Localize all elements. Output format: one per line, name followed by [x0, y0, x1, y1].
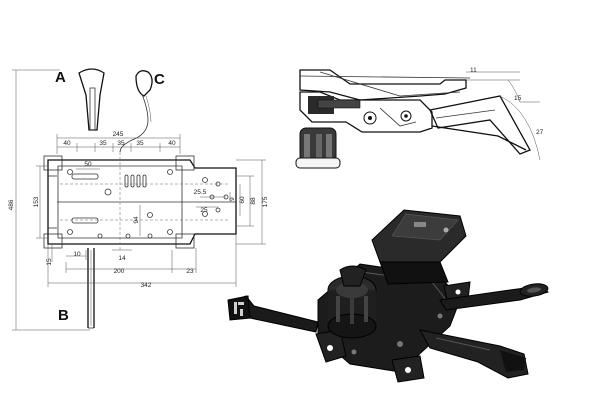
- side-dim-27: 27: [536, 129, 544, 136]
- side-view-drawing: 11 15 27: [295, 67, 544, 169]
- base-plate-outline: [43, 152, 237, 252]
- dim-10: 10: [73, 251, 81, 258]
- dim-23: 23: [186, 268, 194, 275]
- dim-175: 175: [262, 196, 269, 207]
- dim-9: 9: [229, 197, 236, 201]
- dim-94: 94: [133, 216, 140, 224]
- lever-a: [78, 68, 105, 131]
- dim-486: 486: [8, 199, 15, 210]
- gas-cylinder-side: [295, 127, 341, 169]
- label-c: C: [154, 71, 165, 88]
- side-dim-15: 15: [514, 95, 522, 102]
- label-a: A: [55, 69, 66, 86]
- dim-14: 14: [118, 255, 126, 262]
- dim-50: 50: [84, 161, 92, 168]
- dim-25-5: 25.5: [194, 189, 207, 196]
- dim-40-left: 40: [63, 140, 71, 147]
- side-dim-11: 11: [470, 67, 477, 74]
- dim-25: 25: [200, 207, 208, 214]
- lever-b: [87, 248, 95, 329]
- gas-cylinder-knob: [327, 265, 377, 339]
- dim-35-c: 35: [136, 140, 144, 147]
- dim-35-b: 35: [117, 140, 125, 147]
- mechanism-product-illustration: [227, 209, 550, 383]
- dim-245: 245: [113, 131, 124, 138]
- dim-35-a: 35: [99, 140, 107, 147]
- dim-60: 60: [239, 196, 246, 204]
- dim-40-right: 40: [168, 140, 176, 147]
- right-lever-cable: [439, 283, 550, 311]
- top-view-drawing: 486 A C 245 40 35 35 35 40: [8, 68, 269, 331]
- dim-200: 200: [114, 268, 125, 275]
- dim-15: 15: [46, 258, 53, 266]
- dim-88: 88: [250, 197, 257, 205]
- label-b: B: [58, 307, 69, 324]
- lever-c: [119, 70, 153, 153]
- front-lever: [419, 329, 529, 379]
- dim-153: 153: [33, 196, 40, 207]
- left-lever: [227, 295, 319, 333]
- dim-342: 342: [141, 282, 152, 289]
